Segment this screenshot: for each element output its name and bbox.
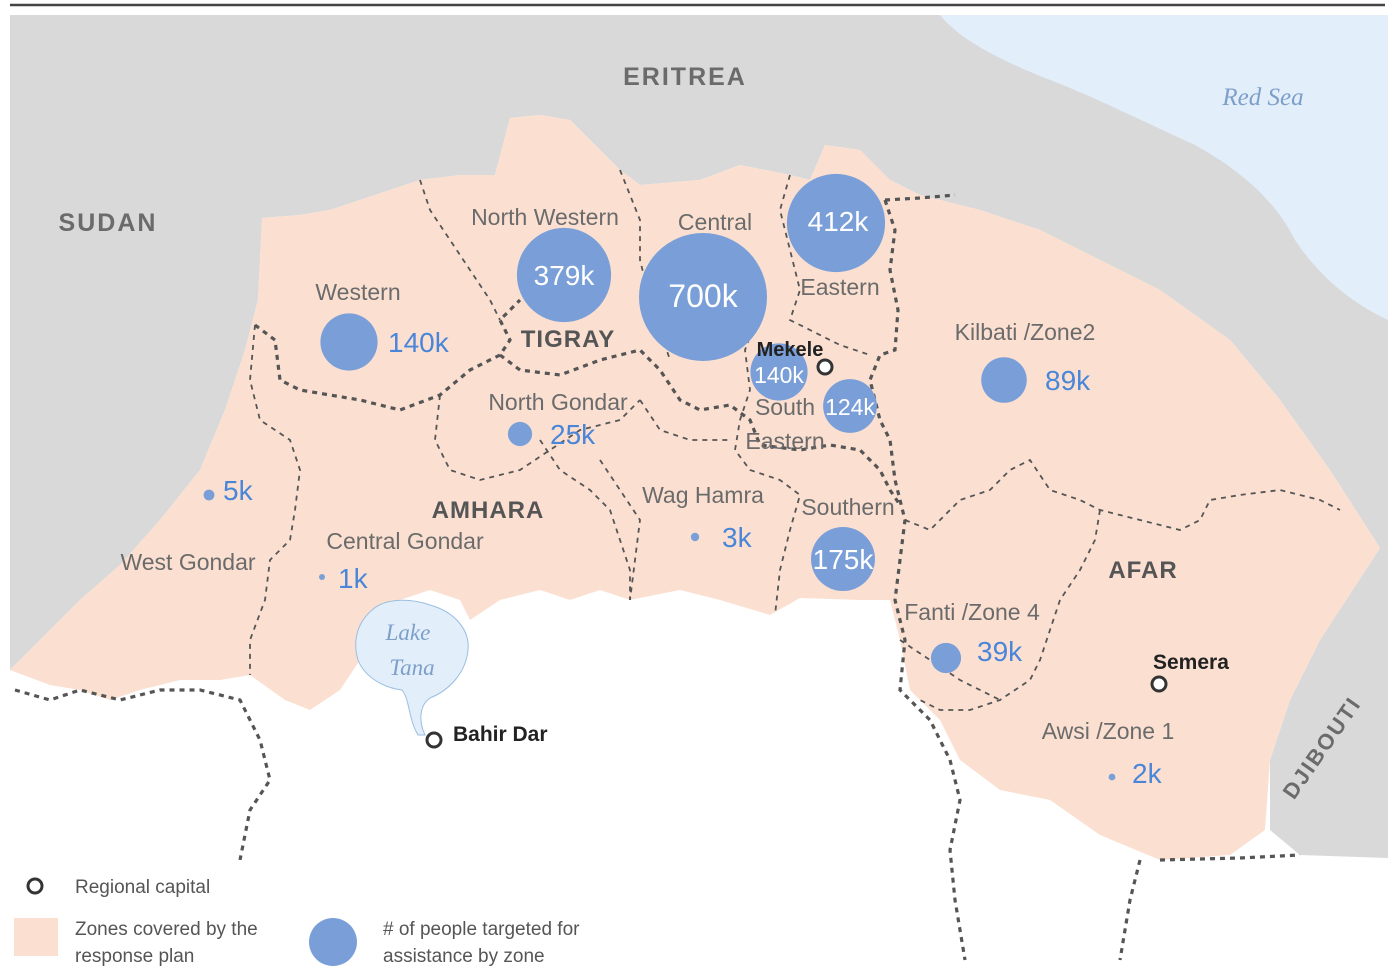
- bubble-awsi-zone-1: [1108, 773, 1116, 781]
- legend-capital-text: Regional capital: [75, 877, 210, 898]
- zones-covered-area: [10, 115, 1380, 860]
- legend-capital-icon: [26, 877, 44, 895]
- bubble-fanti-zone-4: [930, 642, 962, 674]
- capital-marker-bahir-dar: [425, 731, 443, 749]
- region-label-tigray: TIGRAY: [521, 326, 615, 353]
- zone-label-awsi: Awsi /Zone 1: [1042, 718, 1175, 744]
- bubble-west-gondar: [203, 489, 215, 501]
- legend: Regional capital Zones covered by the re…: [0, 860, 640, 968]
- legend-zone-swatch: [14, 918, 58, 956]
- value-label-wag-hamra: 3k: [722, 522, 753, 553]
- capital-label-bahir-dar: Bahir Dar: [453, 723, 548, 746]
- value-label-north-western: 379k: [534, 260, 596, 291]
- water-label-tana: Tana: [389, 655, 434, 680]
- zone-label-eastern-south: Eastern: [745, 428, 824, 454]
- regional-capitals: Mekele Bahir Dar Semera: [425, 339, 1229, 749]
- region-label-amhara: AMHARA: [432, 497, 545, 524]
- capital-label-semera: Semera: [1153, 651, 1229, 674]
- zone-label-west-gondar: West Gondar: [120, 549, 255, 575]
- zone-label-north-western: North Western: [471, 204, 619, 230]
- zone-label-central-gondar: Central Gondar: [326, 528, 484, 554]
- capital-marker-semera: [1150, 675, 1168, 693]
- zone-label-wag-hamra: Wag Hamra: [642, 482, 764, 508]
- bubble-south-eastern: [823, 379, 877, 433]
- bubble-southern: [811, 527, 875, 591]
- bubble-central: [639, 233, 767, 361]
- legend-bubble-icon: [309, 918, 357, 966]
- country-label-eritrea: ERITREA: [623, 63, 747, 91]
- bubble-wag-hamra: [690, 532, 700, 542]
- value-label-mekele: 140k: [754, 362, 804, 388]
- value-label-west-gondar: 5k: [223, 475, 254, 506]
- value-label-western: 140k: [388, 327, 450, 358]
- zone-label-western: Western: [315, 279, 400, 305]
- value-label-south-eastern: 124k: [825, 394, 875, 420]
- value-label-central-gondar: 1k: [338, 563, 369, 594]
- bubble-mekele: [750, 343, 808, 401]
- capital-marker-mekele: [816, 358, 834, 376]
- value-label-awsi: 2k: [1132, 758, 1163, 789]
- capital-label-mekele: Mekele: [757, 339, 824, 361]
- bubble-eastern: [786, 173, 886, 273]
- country-label-sudan: SUDAN: [59, 209, 158, 237]
- zone-label-eastern: Eastern: [800, 274, 879, 300]
- value-label-fanti: 39k: [977, 636, 1023, 667]
- zone-label-south: South: [755, 394, 815, 420]
- value-label-southern: 175k: [813, 544, 875, 575]
- zone-label-southern: Southern: [801, 494, 894, 520]
- zone-labels: Western North Western Central Eastern So…: [120, 204, 1174, 744]
- value-label-eastern: 412k: [808, 206, 870, 237]
- bubble-north-gondar: [507, 421, 533, 447]
- legend-bubble-line2: assistance by zone: [383, 946, 545, 967]
- value-label-central: 700k: [668, 278, 738, 314]
- value-label-north-gondar: 25k: [550, 419, 596, 450]
- zone-label-kilbati: Kilbati /Zone2: [955, 319, 1096, 345]
- bubble-north-western: [516, 227, 612, 323]
- red-sea-water: [940, 15, 1388, 320]
- legend-zones-line2: response plan: [75, 946, 194, 967]
- region-label-afar: AFAR: [1108, 557, 1177, 584]
- value-label-kilbati: 89k: [1045, 365, 1091, 396]
- bubble-central-gondar: [319, 574, 325, 580]
- water-label-lake: Lake: [385, 620, 431, 645]
- water-label-red-sea: Red Sea: [1221, 84, 1303, 111]
- bubble-kilbati-zone2: [981, 357, 1027, 403]
- legend-zones-line1: Zones covered by the: [75, 919, 258, 940]
- value-labels-outside: 140k 89k 25k 3k 1k 5k 39k 2k: [223, 327, 1163, 789]
- lake-tana-water: [355, 599, 469, 736]
- zone-label-fanti: Fanti /Zone 4: [904, 599, 1040, 625]
- legend-bubble-line1: # of people targeted for: [383, 919, 580, 940]
- bubble-layer: [203, 173, 1116, 781]
- zone-label-central: Central: [678, 209, 752, 235]
- zone-label-north-gondar: North Gondar: [488, 389, 628, 415]
- value-labels-inside: 379k 700k 412k 140k 124k 175k: [534, 206, 876, 575]
- bubble-western: [320, 313, 378, 371]
